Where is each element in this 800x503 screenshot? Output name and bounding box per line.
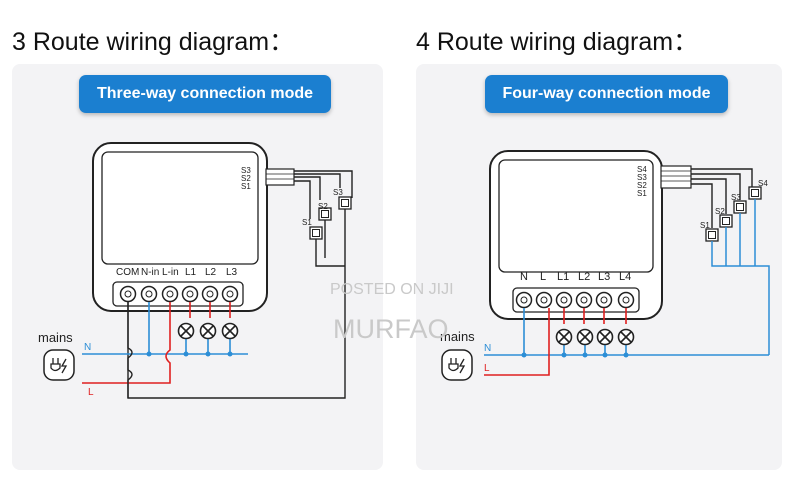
right-terminal-label: N (520, 271, 528, 283)
right-switch-s2 (719, 214, 733, 228)
right-lamp-3 (596, 328, 614, 346)
right-terminal-n (515, 291, 533, 309)
right-diagram: S4 S3 S2 S1 S4 S3 S2 S1 N L L1 L2 L3 L4 (440, 150, 770, 381)
watermark-posted: POSTED ON JIJI (330, 281, 454, 298)
left-terminal-label: L-in (162, 267, 179, 278)
left-neutral-label: N (84, 342, 91, 353)
left-switch-label: S2 (318, 202, 328, 211)
right-plug-icon (441, 349, 473, 381)
left-switch-label: S3 (333, 188, 343, 197)
right-switch-label: S3 (731, 193, 741, 202)
left-live-label: L (88, 387, 94, 398)
left-module-face (101, 151, 259, 265)
left-terminal-l3 (221, 285, 239, 303)
right-relay-label: S4 (637, 165, 647, 174)
left-lamp-3 (221, 322, 239, 340)
four-way-mode-label: Four-way connection mode (485, 75, 728, 113)
right-terminal-l3 (595, 291, 613, 309)
left-terminal-l2 (201, 285, 219, 303)
left-terminal-nin (140, 285, 158, 303)
right-lamp-4 (617, 328, 635, 346)
right-terminal-label: L3 (598, 271, 610, 283)
left-relay-label: S1 (241, 182, 251, 191)
right-lamp-2 (576, 328, 594, 346)
left-mains-label: mains (38, 330, 73, 345)
left-terminal-label: L2 (205, 267, 217, 278)
right-terminal-l2 (575, 291, 593, 309)
right-terminal-block (512, 287, 640, 313)
left-switch-s1 (309, 226, 323, 240)
right-relay-label: S3 (637, 173, 647, 182)
right-switch-s3 (733, 200, 747, 214)
left-terminal-l1 (181, 285, 199, 303)
right-terminal-label: L2 (578, 271, 590, 283)
left-terminal-label: COM (116, 267, 139, 278)
left-heading: 3 Route wiring diagram： (12, 28, 295, 56)
left-lamp-1 (177, 322, 195, 340)
left-diagram: S3 S2 S1 S3 S2 S1 COM N-in L-in L1 L2 L3 (38, 142, 353, 399)
right-mains-label: mains (440, 329, 475, 344)
watermark-murfao: MURFAO (333, 314, 449, 344)
left-lamp-2 (199, 322, 217, 340)
left-terminal-lin (161, 285, 179, 303)
right-terminal-l4 (617, 291, 635, 309)
left-terminal-label: L3 (226, 267, 238, 278)
right-switch-label: S2 (715, 207, 725, 216)
left-switch-label: S1 (302, 218, 312, 227)
left-plug-icon (43, 349, 75, 381)
left-terminal-com (119, 285, 137, 303)
left-terminal-label: N-in (141, 267, 159, 278)
right-lamp-1 (555, 328, 573, 346)
right-relay-label: S2 (637, 181, 647, 190)
right-relay-label: S1 (637, 189, 647, 198)
three-way-mode-label: Three-way connection mode (79, 75, 331, 113)
left-relay-label: S2 (241, 174, 251, 183)
right-switch-s1 (705, 228, 719, 242)
right-switch-label: S4 (758, 179, 768, 188)
left-switch-s3 (338, 196, 352, 210)
left-relay-label: S3 (241, 166, 251, 175)
right-module (489, 150, 663, 320)
left-terminal-block (112, 281, 244, 307)
left-terminal-label: L1 (185, 267, 197, 278)
right-terminal-label: L4 (619, 271, 631, 283)
right-switch-label: S1 (700, 221, 710, 230)
right-terminal-l (535, 291, 553, 309)
right-switch-s4 (748, 186, 762, 200)
right-terminal-label: L (540, 271, 546, 283)
right-terminal-l1 (555, 291, 573, 309)
right-live-label: L (484, 363, 490, 374)
right-heading: 4 Route wiring diagram： (416, 28, 699, 56)
right-terminal-label: L1 (557, 271, 569, 283)
left-module (92, 142, 268, 312)
right-module-face (498, 159, 654, 273)
right-neutral-label: N (484, 343, 491, 354)
